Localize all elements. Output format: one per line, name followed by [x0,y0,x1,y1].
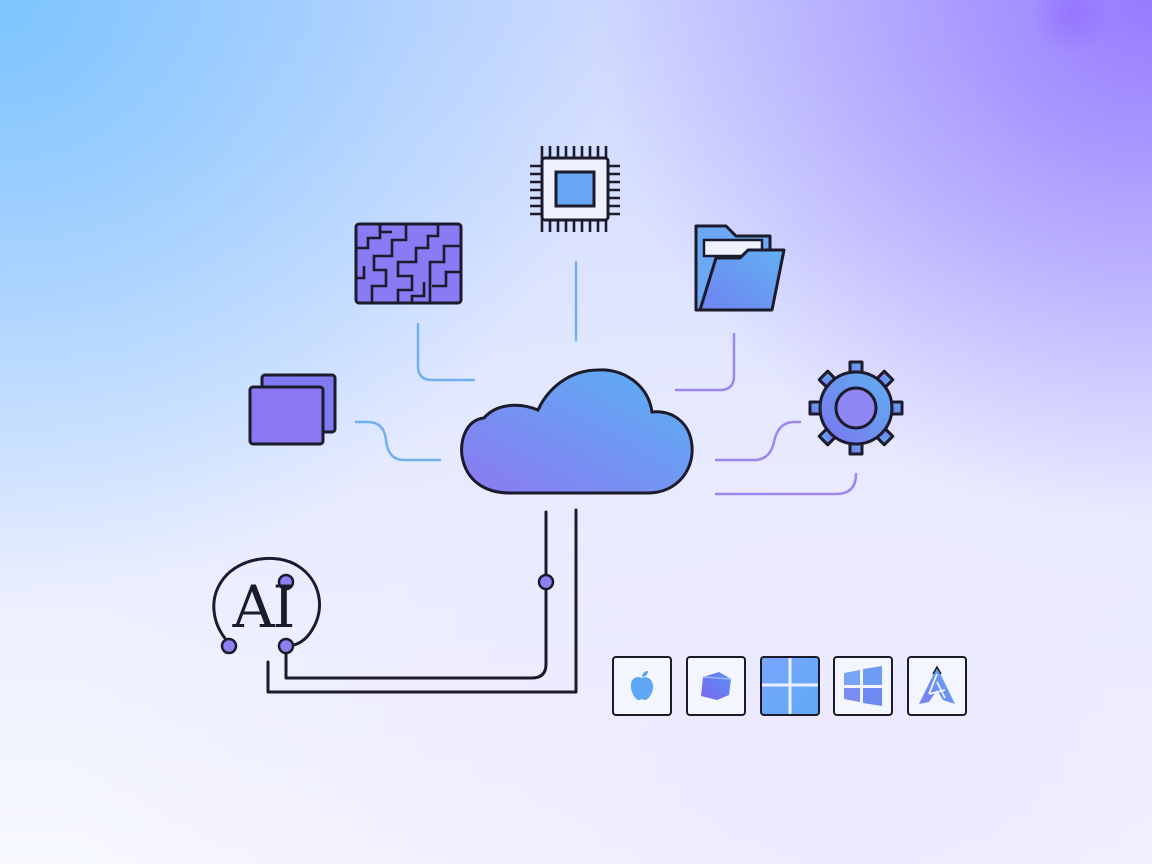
window-grid-tile[interactable] [760,656,820,716]
kotlin-logo-icon [701,672,732,700]
circuit-board-icon [354,222,463,305]
arch-linux-logo-icon [919,665,955,704]
connector-gear-1 [714,420,802,462]
ai-node-dot-top [277,573,295,591]
data-wires [266,508,578,694]
gear-icon [808,360,904,456]
ai-label: AI [232,573,296,641]
kotlin-tile[interactable] [686,656,746,716]
apple-tile[interactable] [612,656,672,716]
ai-circuit-icon [212,556,321,655]
windows-stack-icon [248,373,337,446]
windows-logo-icon [844,666,882,706]
arch-tile[interactable] [907,656,967,716]
cloud-icon [460,368,694,495]
apple-logo-icon [630,671,654,700]
connector-gear-2 [714,472,858,496]
connector-lines [354,260,858,496]
windows-tile[interactable] [833,656,893,716]
ai-node-dot-left [220,637,238,655]
connector-folder [674,332,736,392]
connector-board [416,322,476,382]
connector-windows [354,420,442,462]
folder-icon [694,224,786,312]
ai-node-dot-bottom [277,637,295,655]
wire-node-dot [537,573,555,591]
window-grid-icon [762,658,818,714]
cpu-chip-icon [530,146,620,232]
